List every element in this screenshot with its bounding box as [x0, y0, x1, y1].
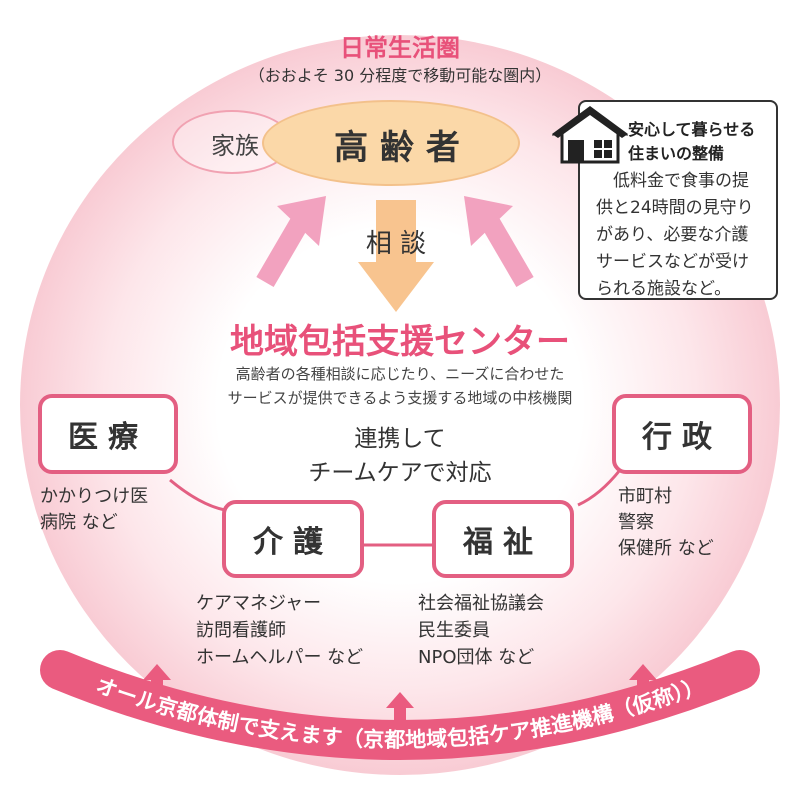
elderly-label: 高 齢 者	[334, 128, 460, 168]
admin-item: 警察	[618, 512, 654, 533]
admin-item: 保健所 など	[618, 538, 714, 559]
welfare-item: NPO団体 など	[418, 647, 535, 668]
medical-item: 病院 など	[40, 512, 118, 533]
care-box: 介護	[222, 500, 364, 578]
care-item: 訪問看護師	[196, 620, 286, 641]
living-area-subtitle: （おおよそ 30 分程度で移動可能な圏内）	[248, 66, 552, 85]
housing-desc-line5: られる施設など。	[596, 279, 732, 299]
medical-item: かかりつけ医	[40, 486, 149, 507]
admin-item: 市町村	[618, 486, 672, 507]
welfare-item: 社会福祉協議会	[418, 593, 544, 614]
team-care-line1: 連携して	[354, 426, 446, 452]
house-icon	[552, 106, 628, 164]
welfare-item: 民生委員	[418, 620, 490, 641]
medical-items: かかりつけ医 病院 など	[40, 484, 210, 536]
care-items: ケアマネジャー 訪問看護師 ホームヘルパー など	[196, 590, 406, 671]
housing-desc-line3: があり、必要な介護	[596, 225, 749, 245]
support-center-desc-line1: 高齢者の各種相談に応じたり、ニーズに合わせた	[235, 365, 565, 383]
housing-desc-line4: サービスなどが受け	[596, 252, 749, 272]
housing-desc-line2: 供と24時間の見守り	[596, 198, 754, 218]
arrow-left-up-icon	[256, 196, 326, 288]
network-lines	[169, 469, 622, 547]
arrow-down-consult-icon	[358, 200, 434, 312]
medical-box: 医療	[38, 394, 178, 474]
housing-title-line1: 安心して暮らせる	[628, 120, 756, 139]
care-item: ケアマネジャー	[196, 593, 322, 614]
housing-desc-line1: 低料金で食事の提	[613, 171, 749, 191]
elderly-ellipse	[262, 100, 520, 186]
consult-label: 相 談	[365, 229, 427, 259]
arrow-right-up-icon	[464, 196, 534, 288]
care-item: ホームヘルパー など	[196, 647, 364, 668]
living-area-title: 日常生活圏	[340, 34, 460, 62]
housing-title-line2: 住まいの整備	[628, 144, 725, 163]
welfare-box: 福祉	[432, 500, 574, 578]
welfare-items: 社会福祉協議会 民生委員 NPO団体 など	[418, 590, 618, 671]
admin-box: 行政	[612, 394, 752, 474]
family-label: 家族	[211, 132, 259, 160]
team-care-line2: チームケアで対応	[308, 460, 492, 486]
support-center-desc-line2: サービスが提供できるよう支援する地域の中核機関	[227, 389, 573, 407]
support-center-title: 地域包括支援センター	[230, 322, 570, 362]
admin-items: 市町村 警察 保健所 など	[618, 484, 788, 562]
